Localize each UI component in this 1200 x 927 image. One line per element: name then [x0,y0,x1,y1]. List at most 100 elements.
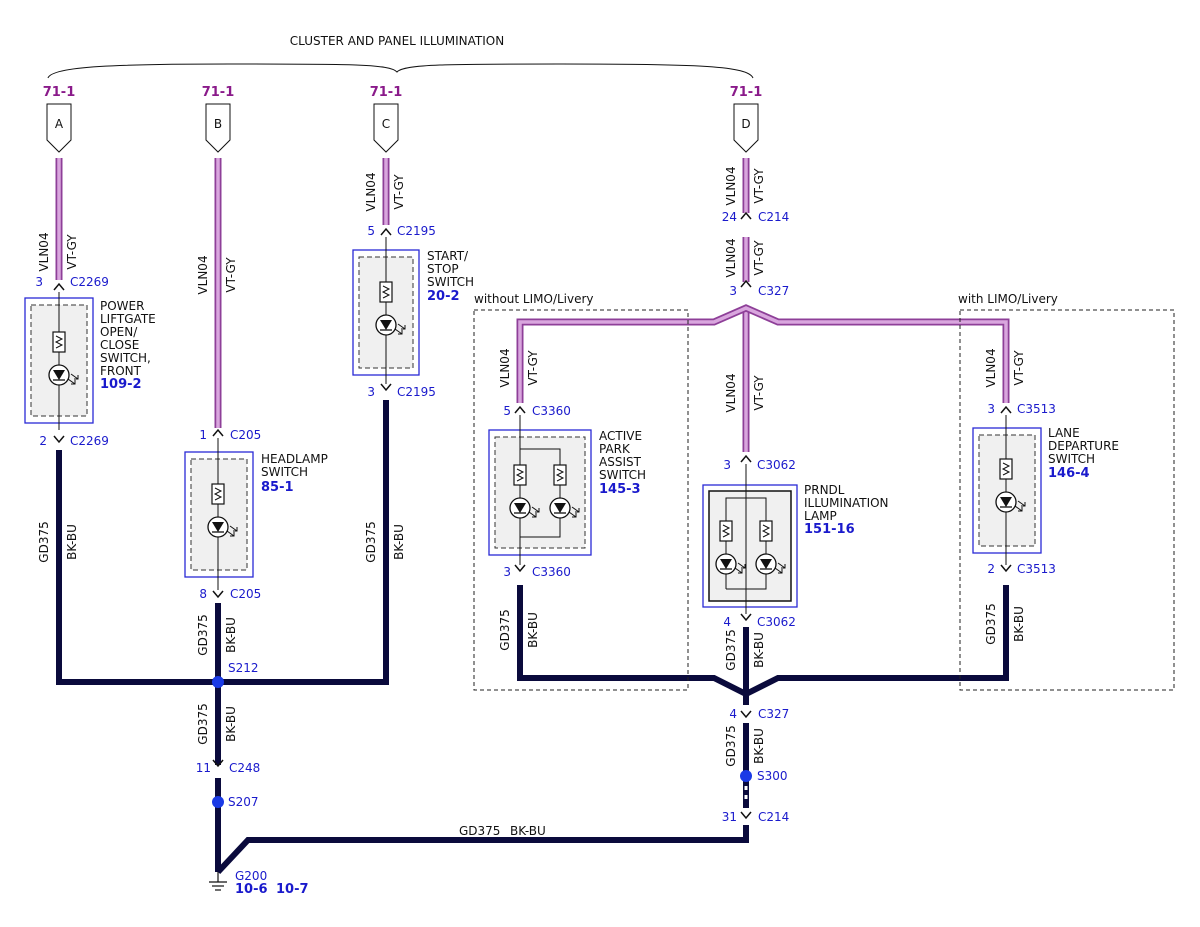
pin-number: 4 [729,707,737,721]
connector-id: C214 [758,810,789,824]
connector-id: C205 [230,587,261,601]
wire-label: VLN04 [724,166,738,205]
pin-number: 3 [729,284,737,298]
ref-page-a: 71-1 [43,85,76,100]
connector-id: C3513 [1017,402,1056,416]
pin-number: 11 [196,761,211,775]
headlamp-switch[interactable] [184,438,254,590]
wire-label: VLN04 [37,232,51,271]
label-prndl: PRNDL ILLUMINATION LAMP [804,483,892,523]
ref-start-stop[interactable]: 20-2 [427,289,460,304]
ref-tag-d[interactable]: 71-1 D [730,85,763,153]
connector-id: C2269 [70,275,109,289]
ref-power-liftgate[interactable]: 109-2 [100,377,142,392]
wire-label: GD375 [498,609,512,650]
ref-lane-departure[interactable]: 146-4 [1048,466,1090,481]
power-liftgate-switch[interactable] [24,292,94,430]
active-park-assist-switch[interactable] [488,415,592,565]
ref-page-b: 71-1 [202,85,235,100]
wire-label: VLN04 [364,172,378,211]
label-park-assist: ACTIVE PARK ASSIST SWITCH [599,429,646,482]
ref-letter-c: C [382,117,390,131]
ground-ref-1[interactable]: 10-6 [235,882,268,897]
wire-label: BK-BU [526,612,540,648]
wire-label: VLN04 [196,255,210,294]
pin-number: 3 [723,458,731,472]
pin-number: 2 [39,434,47,448]
wire-label: VT-GY [526,350,540,386]
label-start-stop: START/ STOP SWITCH [427,249,474,289]
ref-tag-a[interactable]: 71-1 A [43,85,76,153]
connector-id: C3513 [1017,562,1056,576]
wire-label: GD375 [196,703,210,744]
wire-label: BK-BU [510,824,546,838]
splice-s207[interactable] [212,796,224,808]
connector-id: C327 [758,707,789,721]
pin-number: 3 [503,565,511,579]
ref-tag-c[interactable]: 71-1 C [370,85,403,153]
wire-label: VLN04 [984,348,998,387]
connector-id: C2195 [397,224,436,238]
ground-id: G200 [235,869,267,883]
wire-label: GD375 [37,521,51,562]
connector-id: C3062 [757,615,796,629]
splice-s212[interactable] [212,676,224,688]
prndl-illumination-lamp[interactable] [702,464,798,614]
pin-number: 5 [503,404,511,418]
violet-wires [55,158,1010,452]
wire-label: VT-GY [392,174,406,210]
connector-chevrons [53,211,1012,820]
wire-label: BK-BU [752,632,766,668]
ref-park-assist[interactable]: 145-3 [599,482,641,497]
connector-id: C2195 [397,385,436,399]
wire-label: VT-GY [752,168,766,204]
wire-label: BK-BU [1012,606,1026,642]
wire-label: GD375 [196,614,210,655]
pin-number: 3 [987,402,995,416]
ground-wire-labels: GD375 BK-BU GD375 BK-BU GD375 BK-BU GD37… [37,521,1026,838]
wire-label: VT-GY [752,240,766,276]
connector-id: C248 [229,761,260,775]
ref-letter-b: B [214,117,222,131]
feed-wire-labels: VLN04 VT-GY VLN04 VT-GY VLN04 VT-GY VLN0… [37,166,1026,412]
connector-id: C214 [758,210,789,224]
title-brace [47,63,754,79]
pin-number: 4 [723,615,731,629]
splices [212,676,752,808]
splice-s300[interactable] [740,770,752,782]
connector-id: C205 [230,428,261,442]
pin-number: 31 [722,810,737,824]
ref-headlamp[interactable]: 85-1 [261,480,294,495]
group-without-limo [473,309,689,691]
pin-number: 5 [367,224,375,238]
wire-label: VLN04 [724,238,738,277]
wire-label: GD375 [459,824,500,838]
splice-label-s212: S212 [228,661,259,675]
splice-label-s207: S207 [228,795,259,809]
wire-label: GD375 [364,521,378,562]
group-with-limo [959,309,1175,691]
ref-page-d: 71-1 [730,85,763,100]
wire-label: BK-BU [65,524,79,560]
wire-label: GD375 [984,603,998,644]
pin-labels: 3 C2269 2 C2269 1 C205 8 C205 5 C2195 3 … [35,210,1056,897]
ground-symbol [209,872,227,891]
start-stop-switch[interactable] [352,237,420,384]
label-headlamp: HEADLAMP SWITCH [261,452,332,479]
ref-page-c: 71-1 [370,85,403,100]
wire-label: VT-GY [752,375,766,411]
component-labels: POWER LIFTGATE OPEN/ CLOSE SWITCH, FRONT… [100,249,1119,537]
ref-prndl[interactable]: 151-16 [804,522,855,537]
lane-departure-switch[interactable] [972,415,1042,565]
pin-number: 2 [987,562,995,576]
wire-label: VT-GY [65,234,79,270]
pin-number: 3 [35,275,43,289]
connector-id: C3360 [532,565,571,579]
ground-ref-2[interactable]: 10-7 [276,882,309,897]
pin-number: 3 [367,385,375,399]
connector-id: C3062 [757,458,796,472]
ref-letter-a: A [55,117,64,131]
ref-tag-b[interactable]: 71-1 B [202,85,235,153]
wire-label: VLN04 [724,373,738,412]
